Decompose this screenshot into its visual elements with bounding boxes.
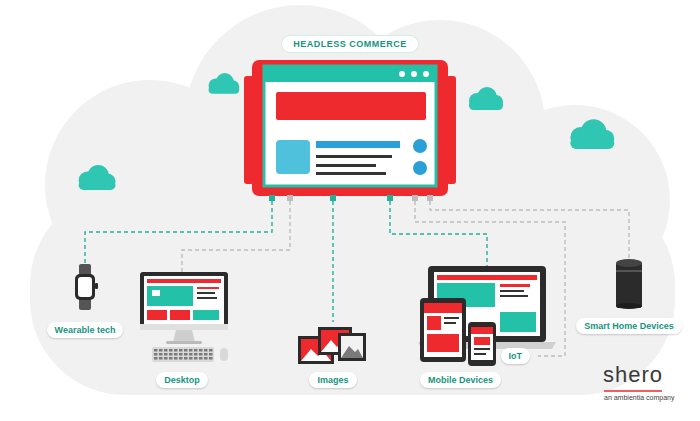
dashed-connector bbox=[390, 201, 487, 266]
logo-rule bbox=[604, 390, 662, 392]
speaker-icon bbox=[616, 259, 642, 309]
dashed-connector bbox=[85, 201, 272, 264]
device-label: Smart Home Devices bbox=[576, 318, 682, 334]
desktop-icon bbox=[140, 272, 228, 362]
mobile-icon bbox=[418, 266, 556, 366]
platform-node: HEADLESS COMMERCE bbox=[250, 60, 450, 201]
dashed-connector bbox=[430, 201, 629, 258]
device-label: Mobile Devices bbox=[420, 372, 501, 388]
watch-icon bbox=[75, 264, 98, 310]
device-node: IoT bbox=[466, 318, 538, 366]
cloud-ground bbox=[30, 5, 675, 395]
brand-logo: shero bbox=[603, 362, 663, 388]
dashed-connector bbox=[332, 201, 333, 322]
dashed-connector bbox=[415, 201, 565, 356]
brand-tagline: an ambientia company bbox=[604, 394, 674, 401]
device-node: Mobile Devices bbox=[415, 266, 560, 388]
device-node: Smart Home Devices bbox=[574, 258, 684, 334]
device-label: Desktop bbox=[156, 372, 208, 388]
device-label: Images bbox=[309, 372, 356, 388]
device-label: Wearable tech bbox=[47, 322, 124, 338]
images-icon bbox=[298, 327, 366, 364]
platform-heading: HEADLESS COMMERCE bbox=[281, 35, 419, 53]
device-label: IoT bbox=[501, 348, 531, 364]
dashed-connector bbox=[182, 201, 290, 272]
device-node: Images bbox=[295, 322, 371, 388]
device-node: Desktop bbox=[134, 272, 230, 388]
commerce-screen bbox=[244, 60, 456, 201]
device-node: Wearable tech bbox=[45, 264, 126, 338]
